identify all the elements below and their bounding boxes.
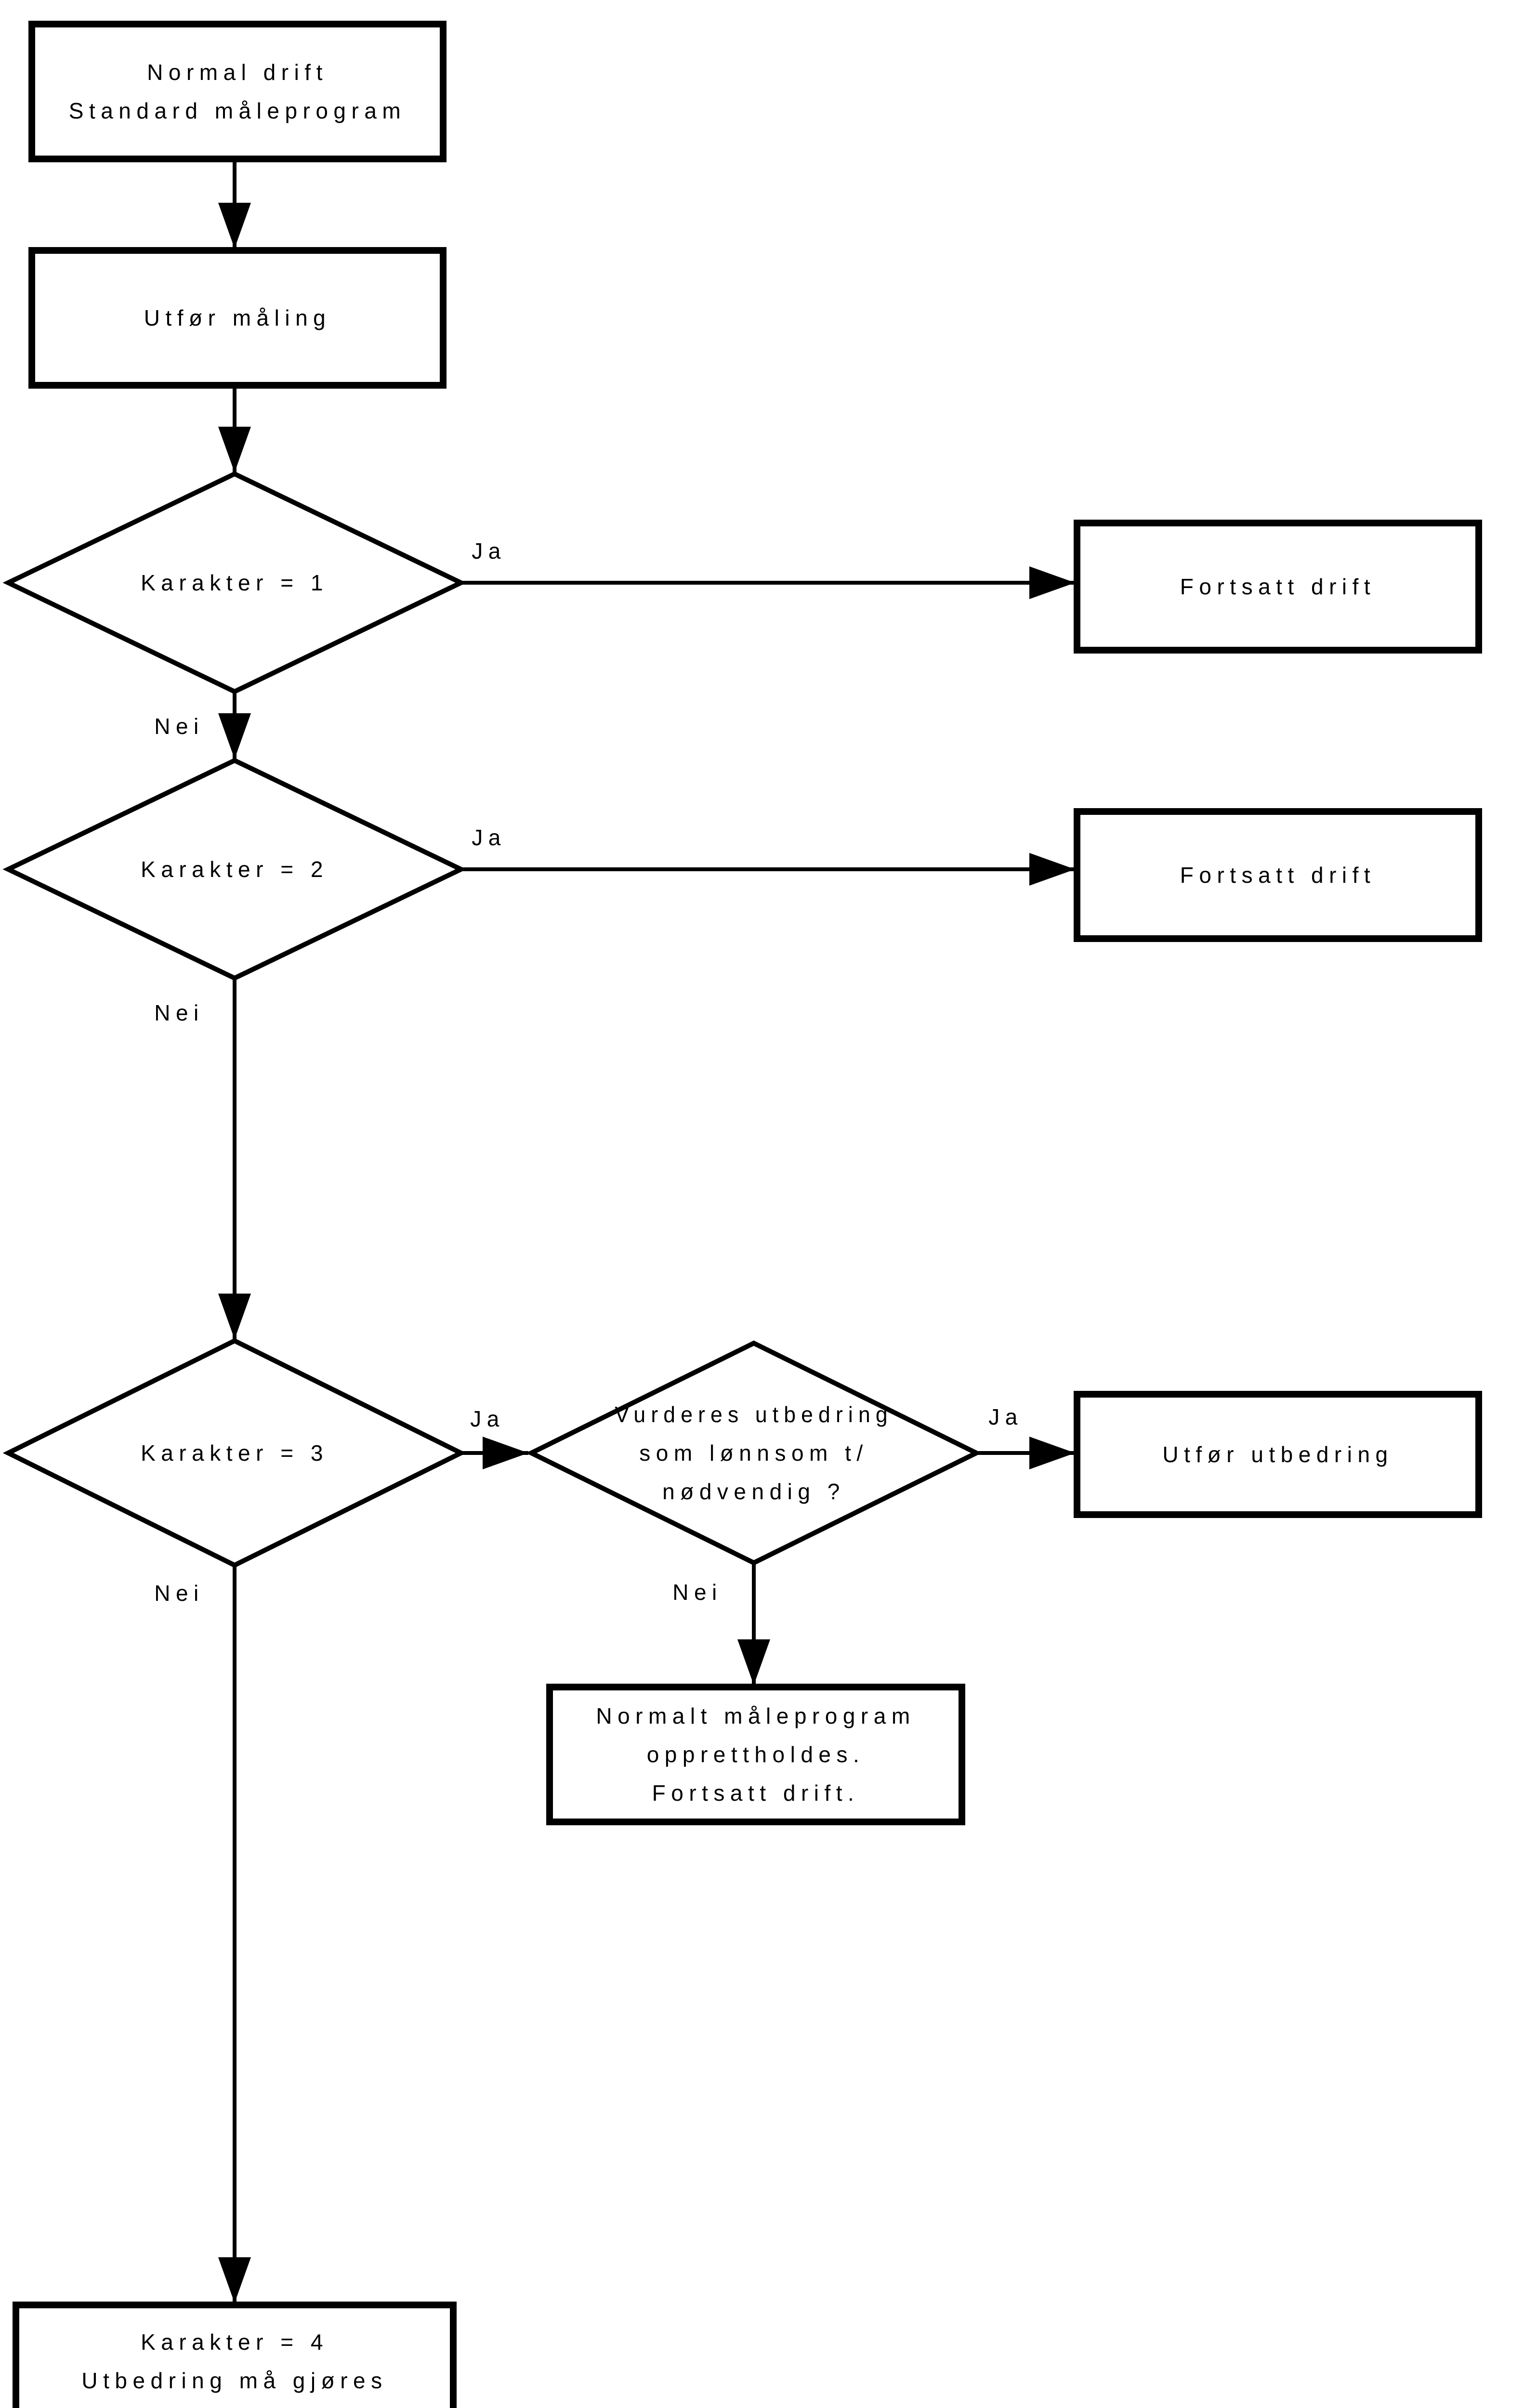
normal-drift-label-line-1: Normal drift [147,60,328,85]
vurderes-utbedring-label-line-3: nødvendig ? [662,1479,845,1504]
karakter-3-label-line-1: Karakter = 3 [141,1440,328,1466]
normal-drift-label-line-2: Standard måleprogram [69,98,406,123]
fortsatt-drift-1-label-line-1: Fortsatt drift [1180,574,1376,599]
vurderes-nei-label: Nei [672,1580,723,1605]
normalt-maleprogram-label-line-3: Fortsatt drift. [652,1780,860,1806]
karakter-4-box [13,2302,457,2408]
node-normalt-maleprogram: Normalt måleprogram opprettholdes. Fortsat… [546,1684,965,1825]
vurderes-utbedring-label-line-1: Vurderes utbedring [615,1402,893,1427]
k1-ja-arrowhead-icon [1029,566,1075,599]
utfor-maling-label-line-1: Utfør måling [144,305,331,330]
edge-k2-ja: Ja [461,825,1075,886]
k1-nei-label: Nei [154,714,204,739]
edge-k3-ja: Ja [461,1406,528,1469]
k3-ja-arrowhead-icon [483,1437,528,1469]
k3-nei-label: Nei [154,1581,204,1606]
node-karakter-2: Karakter = 2 [2,758,467,981]
k1-nei-arrowhead-icon [218,713,251,759]
karakter-4-label-line-3: før aggregatet idriftsettes [37,2407,433,2408]
normalt-maleprogram-box [546,1684,965,1825]
karakter-1-diamond [2,471,467,694]
edge-vurderes-nei: Nei [672,1563,770,1685]
edge-k2-nei: Nei [154,978,251,1339]
karakter-4-label-line-2: Utbedring må gjøres [81,2368,387,2393]
fortsatt-drift-1-box [1074,520,1482,654]
fortsatt-drift-2-box [1074,808,1482,942]
utfor-maling-box [28,247,447,389]
edge-k1-ja: Ja [461,538,1075,599]
karakter-3-diamond [2,1338,467,1568]
vurderes-utbedring-diamond [526,1340,982,1566]
node-fortsatt-drift-2: Fortsatt drift [1074,808,1482,942]
k3-ja-label: Ja [470,1406,505,1431]
karakter-4-label-line-1: Karakter = 4 [141,2329,328,2355]
utfor-utbedring-label-line-1: Utfør utbedring [1162,1442,1393,1467]
maling-to-k1-arrowhead-icon [218,427,251,472]
node-vurderes-utbedring: Vurderes utbedring som lønnsom t/nødvendi… [526,1340,982,1566]
k3-nei-arrowhead-icon [218,2257,251,2303]
normal-drift-box [28,21,447,162]
normalt-maleprogram-label-line-1: Normalt måleprogram [596,1703,915,1728]
node-fortsatt-drift-1: Fortsatt drift [1074,520,1482,654]
vurderes-ja-arrowhead-icon [1029,1437,1075,1469]
edge-k1-nei: Nei [154,692,251,759]
k2-ja-label: Ja [472,825,506,850]
edge-maling-to-k1 [218,385,251,472]
vurderes-utbedring-label-line-2: som lønnsom t/ [639,1440,868,1466]
node-utfor-maling: Utfør måling [28,247,447,389]
k2-ja-arrowhead-icon [1029,853,1075,886]
vurderes-nei-arrowhead-icon [737,1639,770,1685]
edge-vurderes-ja: Ja [976,1404,1075,1469]
edge-normal-to-maling [218,159,251,249]
karakter-1-label-line-1: Karakter = 1 [141,570,328,595]
node-utfor-utbedring: Utfør utbedring [1074,1391,1482,1518]
karakter-2-diamond [2,758,467,981]
normalt-maleprogram-label-line-2: opprettholdes. [647,1742,865,1767]
k2-nei-label: Nei [154,1000,204,1025]
utfor-utbedring-box [1074,1391,1482,1518]
vurderes-ja-label: Ja [988,1404,1023,1429]
k2-nei-arrowhead-icon [218,1294,251,1339]
karakter-2-label-line-1: Karakter = 2 [141,857,328,882]
normal-to-maling-arrowhead-icon [218,203,251,249]
edge-k3-nei: Nei [154,1565,251,2303]
node-karakter-3: Karakter = 3 [2,1338,467,1568]
fortsatt-drift-2-label-line-1: Fortsatt drift [1180,863,1376,888]
node-karakter-4: Karakter = 4 Utbedring må gjøres før aggre… [13,2302,457,2408]
k1-ja-label: Ja [472,538,506,563]
node-karakter-1: Karakter = 1 [2,471,467,694]
